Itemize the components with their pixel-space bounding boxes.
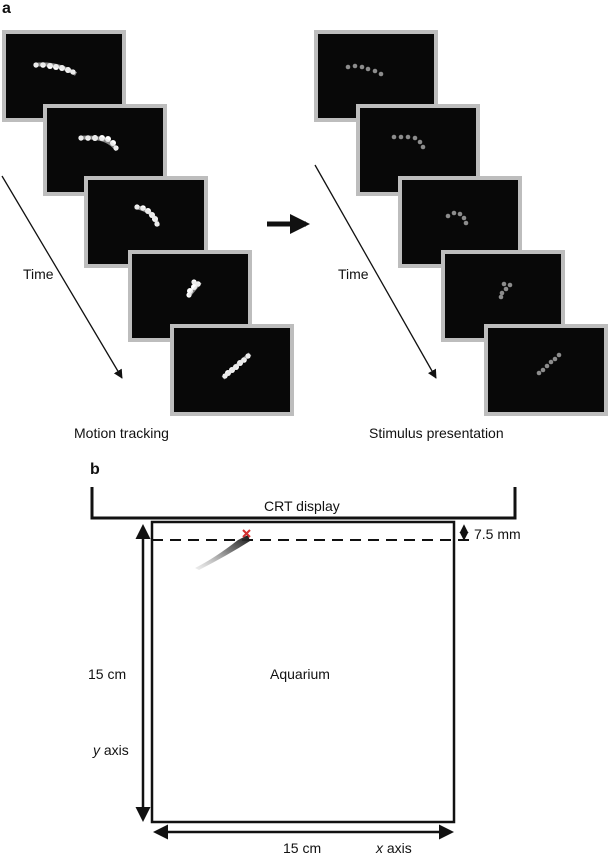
crt-display-label: CRT display — [264, 498, 340, 514]
stimulus-presentation-caption: Stimulus presentation — [369, 425, 504, 441]
target-x-marker — [242, 529, 251, 538]
x-axis-variable: x — [376, 840, 383, 856]
width-label: 15 cm — [283, 840, 322, 856]
y-axis-variable: y — [93, 742, 100, 758]
time-arrow-left — [1, 175, 123, 379]
panel-b-letter: b — [90, 461, 100, 478]
y-axis-label: y axis — [93, 742, 129, 758]
offset-label: 7.5 mm — [474, 526, 521, 542]
tracking-frame-5 — [170, 324, 294, 416]
x-axis-label: x axis — [376, 840, 412, 856]
aquarium-label: Aquarium — [270, 666, 330, 682]
x-axis-word: axis — [383, 840, 412, 856]
panel-a-arrows — [1, 164, 437, 379]
motion-tracking-caption: Motion tracking — [74, 425, 169, 441]
y-axis-word: axis — [100, 742, 129, 758]
stimulus-frame-5 — [484, 324, 608, 416]
fish-shape — [195, 535, 250, 570]
time-label-left: Time — [23, 266, 54, 282]
time-label-right: Time — [338, 266, 369, 282]
time-arrow-right — [314, 164, 437, 379]
panel-a-letter: a — [2, 0, 11, 17]
height-label: 15 cm — [88, 666, 127, 682]
